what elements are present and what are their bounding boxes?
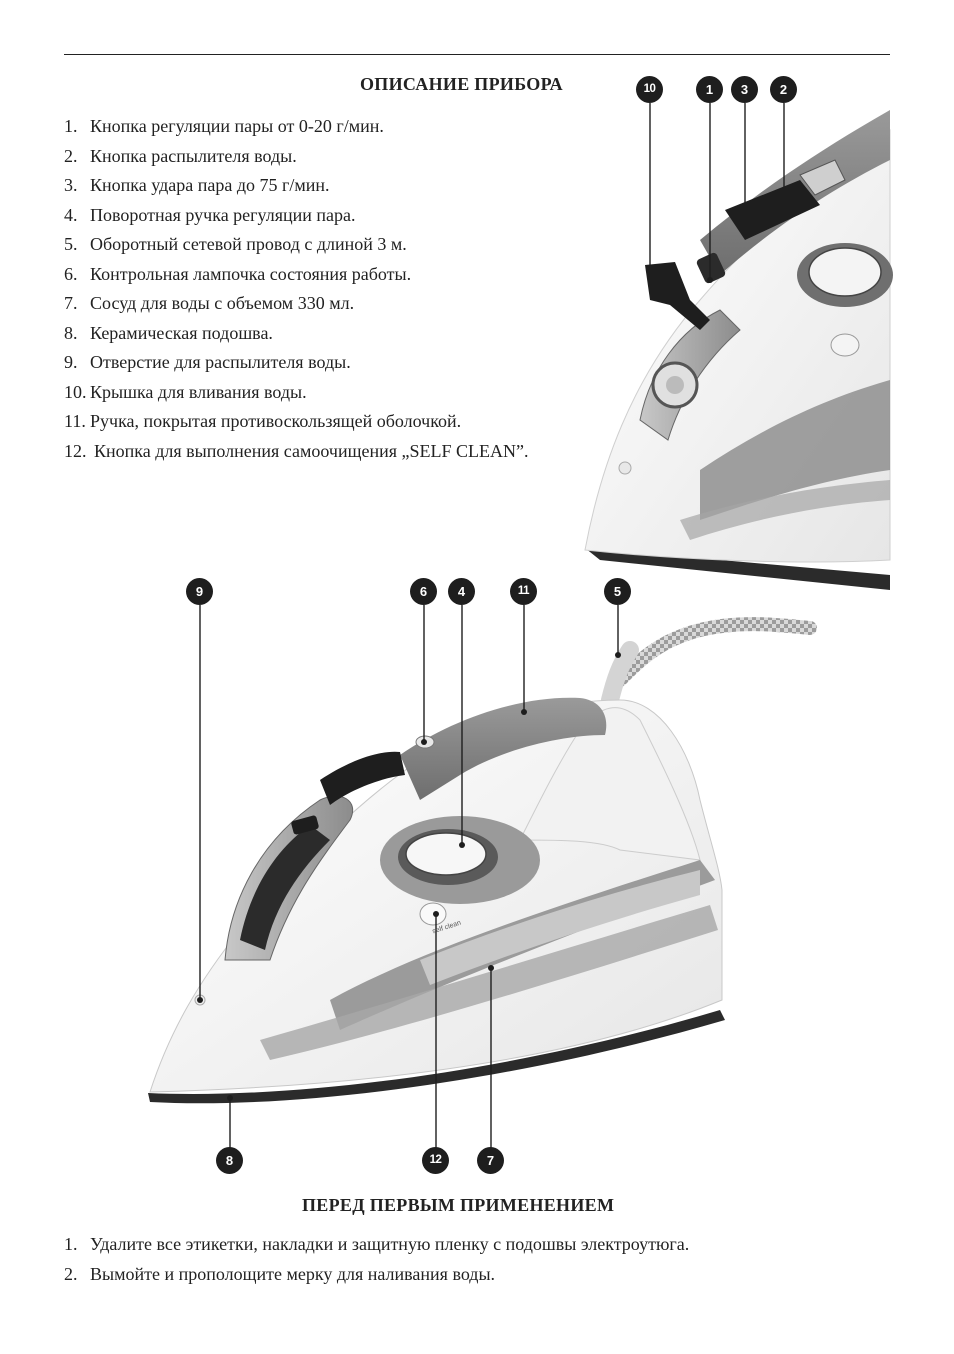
list-item: 5. Оборотный сетевой провод с длиной 3 м. [64,230,528,260]
item-text: Поворотная ручка регуляции пара. [90,204,356,225]
item-text: Кнопка удара пара до 75 г/мин. [90,175,330,195]
handle-grip [400,697,607,800]
list-item: 11.Ручка, покрытая противоскользящей обо… [64,407,528,437]
description-heading: ОПИСАНИЕ ПРИБОРА [360,74,563,94]
list-item: 4. Поворотная ручка регуляции пара. [64,201,528,231]
item-text: Ручка, покрытая противоскользящей оболоч… [90,411,462,431]
list-item: 2. Кнопка распылителя воды. [64,142,528,172]
top-iron-drawing [584,110,893,590]
bottom-iron-drawing [148,617,817,1104]
callout-badge: 3 [731,76,758,103]
callout-badge: 5 [604,578,631,605]
callout-leaders [199,103,785,1148]
list-item: 1. Кнопка регуляции пары от 0-20 г/мин. [64,112,528,142]
item-number: 1. [64,1234,78,1254]
item-text: Контрольная лампочка состояния работы. [90,263,412,284]
callout-badge: 9 [186,578,213,605]
steam-dial [405,832,487,876]
list-item: 7. Сосуд для воды с объемом 330 мл. [64,289,528,319]
item-number: 4. [64,204,78,225]
item-text: Удалите все этикетки, накладки и защитну… [90,1234,690,1254]
list-item: 9. Отверстие для распылителя воды. [64,348,528,378]
list-item: 1. Удалите все этикетки, накладки и защит… [64,1230,689,1260]
list-item: 10.Крышка для вливания воды. [64,378,528,408]
callout-badge: 8 [216,1147,243,1174]
power-cord [613,617,817,687]
callout-badge: 10 [636,76,663,103]
item-text: Кнопка распылителя воды. [90,145,297,166]
first-use-list: 1. Удалите все этикетки, накладки и защит… [64,1230,689,1289]
list-item: 2. Вымойте и прополощите мерку для налива… [64,1260,689,1290]
item-number: 9. [64,352,78,372]
top-side-band [700,380,890,520]
item-number: 11. [64,411,86,431]
item-number: 2. [64,1263,78,1284]
description-list: 1. Кнопка регуляции пары от 0-20 г/мин. 2… [64,112,528,466]
callout-badge: 1 [696,76,723,103]
list-item: 12. Кнопка для выполнения самоочищения „S… [64,437,528,467]
item-number: 5. [64,234,78,254]
callout-badge: 11 [510,578,537,605]
item-number: 2. [64,145,78,166]
item-number: 1. [64,116,78,136]
item-number: 7. [64,293,78,313]
list-item: 8. Керамическая подошва. [64,319,528,349]
item-text: Отверстие для распылителя воды. [90,352,351,372]
item-text: Вымойте и прополощите мерку для наливани… [90,1263,496,1284]
item-number: 6. [64,263,78,284]
item-text: Кнопка регуляции пары от 0-20 г/мин. [90,116,384,136]
item-text: Керамическая подошва. [90,322,273,343]
callout-badge: 7 [477,1147,504,1174]
callout-badge: 2 [770,76,797,103]
item-number: 8. [64,322,78,343]
first-use-heading: ПЕРЕД ПЕРВЫМ ПРИМЕНЕНИЕМ [302,1195,615,1215]
callout-badge: 6 [410,578,437,605]
item-text: Крышка для вливания воды. [90,381,307,402]
item-text: Кнопка для выполнения самоочищения „SELF… [94,440,529,461]
item-text: Оборотный сетевой провод с длиной 3 м. [90,234,407,254]
item-number: 3. [64,175,78,195]
soleplate [148,1010,725,1104]
callout-badge: 4 [448,578,475,605]
top-rule [64,54,890,55]
item-text: Сосуд для воды с объемом 330 мл. [90,293,355,313]
list-item: 3. Кнопка удара пара до 75 г/мин. [64,171,528,201]
item-number: 10. [64,381,87,402]
callout-badge: 12 [422,1147,449,1174]
item-number: 12. [64,440,87,461]
top-soleplate [585,548,890,590]
list-item: 6. Контрольная лампочка состояния работы. [64,260,528,290]
